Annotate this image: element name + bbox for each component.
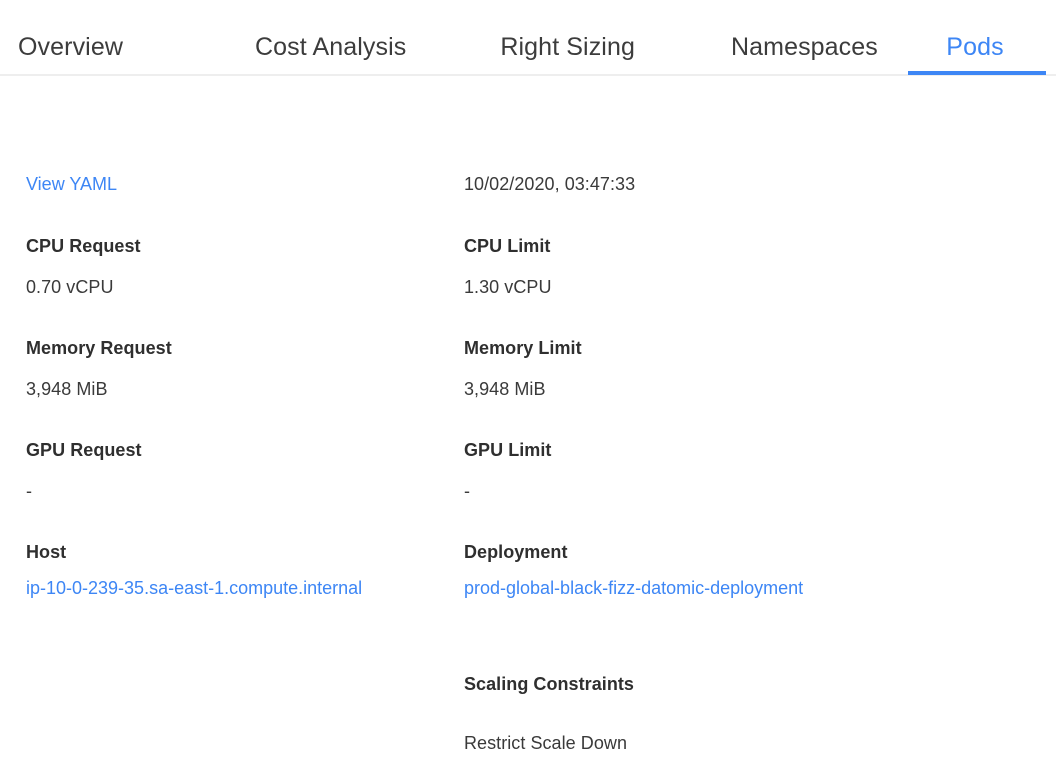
cpu-limit-label: CPU Limit xyxy=(464,236,551,256)
scaling-constraint-restrict-scale-down: Restrict Scale Down xyxy=(464,733,628,753)
memory-limit-value: 3,948 MiB xyxy=(464,379,546,399)
host-link[interactable]: ip-10-0-239-35.sa-east-1.compute.interna… xyxy=(26,578,363,598)
tab-cost-analysis[interactable]: Cost Analysis xyxy=(255,0,500,76)
gpu-limit-label: GPU Limit xyxy=(464,440,552,460)
gpu-request-label: GPU Request xyxy=(26,440,142,460)
pod-timestamp: 10/02/2020, 03:47:33 xyxy=(464,174,636,194)
tab-overview[interactable]: Overview xyxy=(0,0,255,76)
cpu-limit-value: 1.30 vCPU xyxy=(464,277,552,297)
cpu-request-label: CPU Request xyxy=(26,236,141,256)
tab-list: Overview Cost Analysis Right Sizing Name… xyxy=(0,0,1056,76)
view-yaml-link[interactable]: View YAML xyxy=(26,174,118,194)
memory-request-label: Memory Request xyxy=(26,338,172,358)
gpu-request-value: - xyxy=(26,481,33,501)
tab-namespaces[interactable]: Namespaces xyxy=(731,0,878,76)
host-label: Host xyxy=(26,542,67,562)
deployment-link[interactable]: prod-global-black-fizz-datomic-deploymen… xyxy=(464,578,804,598)
memory-request-value: 3,948 MiB xyxy=(26,379,108,399)
tab-right-sizing-label: Right Sizing xyxy=(500,33,635,61)
tab-namespaces-label: Namespaces xyxy=(730,33,878,61)
scaling-constraints-label: Scaling Constraints xyxy=(464,674,634,694)
tab-active-underline xyxy=(908,71,1046,75)
tab-cost-analysis-label: Cost Analysis xyxy=(255,33,407,61)
tab-bar: Overview Cost Analysis Right Sizing Name… xyxy=(0,0,1056,76)
tab-pods[interactable]: Pods xyxy=(894,0,1056,76)
deployment-label: Deployment xyxy=(464,542,568,562)
tab-right-sizing[interactable]: Right Sizing xyxy=(500,0,731,76)
tab-pods-label: Pods xyxy=(946,33,1004,61)
memory-limit-label: Memory Limit xyxy=(464,338,582,358)
cpu-request-value: 0.70 vCPU xyxy=(26,277,114,297)
tab-overview-label: Overview xyxy=(18,33,123,61)
gpu-limit-value: - xyxy=(464,481,471,501)
